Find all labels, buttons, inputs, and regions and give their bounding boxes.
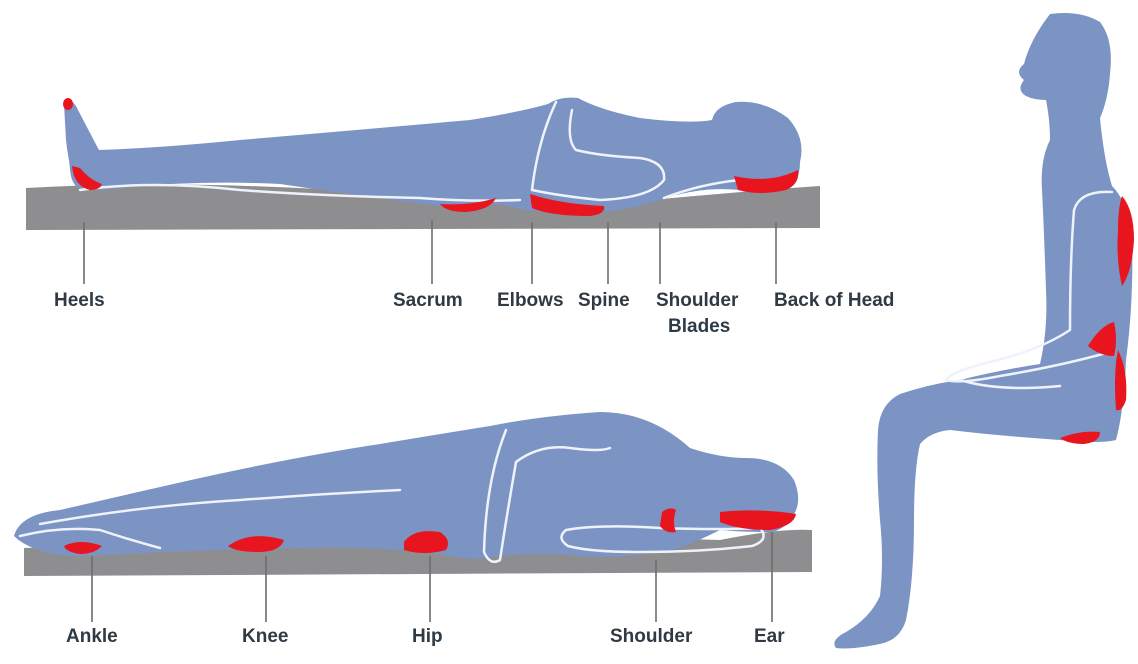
shoulder-blades-label-line1: Shoulder [656,290,739,311]
ear-label: Ear [754,626,785,647]
knee-label: Knee [242,626,288,647]
supine-figure-group: Heels Sacrum Elbows Spine Shoulder Blade… [26,98,894,337]
seated-figure-group [834,13,1134,649]
hip-label: Hip [412,626,443,647]
sacrum-label: Sacrum [393,290,463,311]
shoulder-blades-label-line2: Blades [668,316,730,337]
back-of-head-label: Back of Head [774,290,894,311]
elbows-label: Elbows [497,290,564,311]
side-lying-figure-group: Ankle Knee Hip Shoulder Ear [14,412,812,647]
shoulder-label: Shoulder [610,626,693,647]
ankle-label: Ankle [66,626,118,647]
seated-body [834,13,1132,649]
spine-label: Spine [578,290,630,311]
side-body [14,412,798,559]
heel-point-top [63,98,73,110]
heels-label: Heels [54,290,105,311]
